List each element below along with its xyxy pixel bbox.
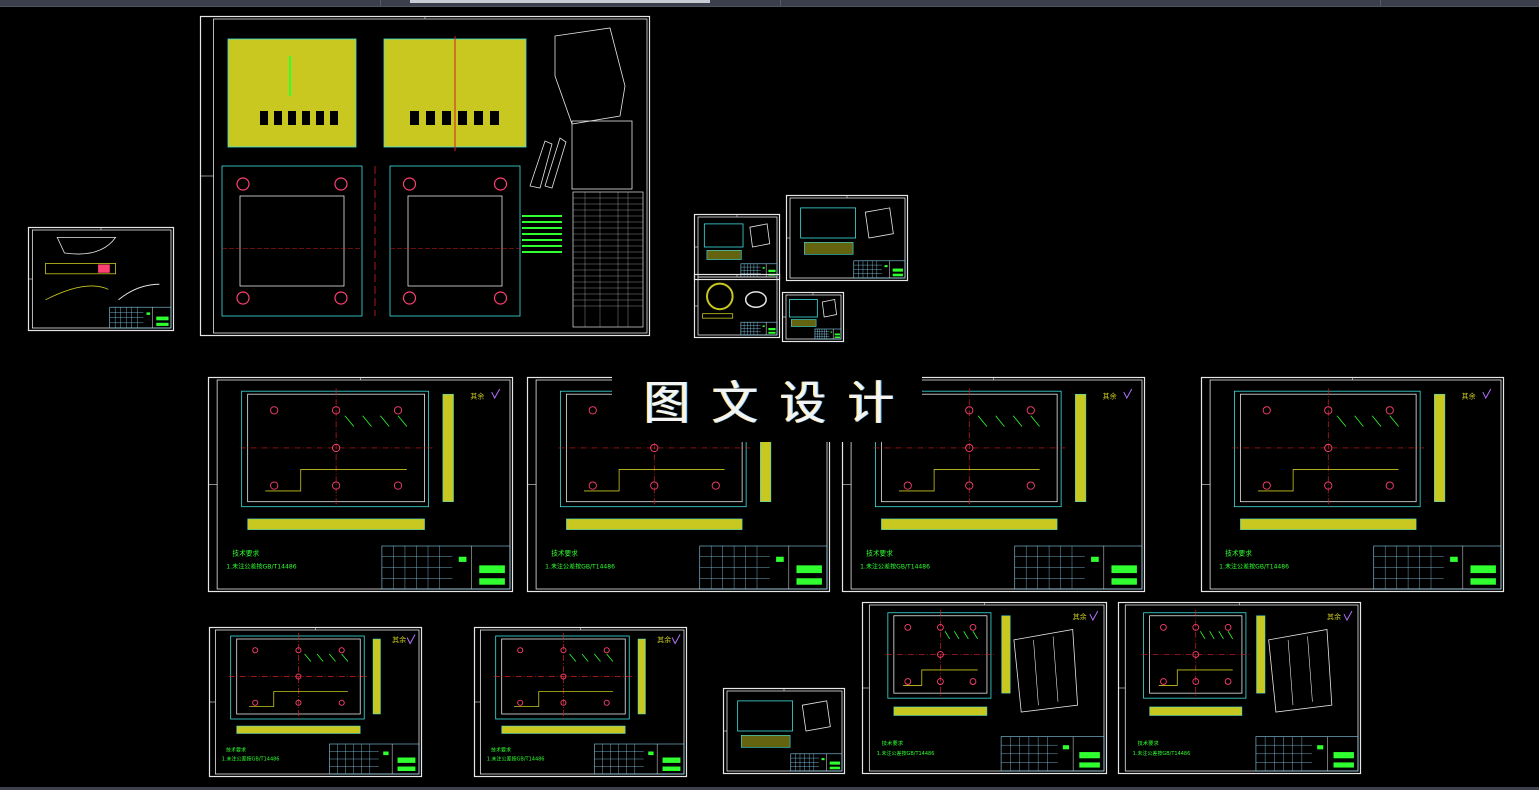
tech-requirements-heading: 技术要求 [1225, 548, 1252, 557]
sheet-drawing [722, 687, 846, 775]
tech-requirements-heading: 技术要求 [226, 747, 246, 754]
tab-strip-left[interactable] [0, 0, 381, 6]
drawing-sheet-core-1[interactable]: 其余技术要求 1.未注公差按GB/T14486 [861, 601, 1108, 775]
tech-requirements-line: 1.未注公差按GB/T14486 [1219, 562, 1289, 570]
tech-requirements-heading: 技术要求 [232, 548, 259, 557]
tech-requirements-line: 1.未注公差按GB/T14486 [226, 562, 296, 570]
sheet-drawing [693, 213, 781, 281]
svg-text:其余: 其余 [657, 635, 671, 644]
drawing-sheet-plate-6[interactable]: 其余技术要求 1.未注公差按GB/T14486 [473, 626, 688, 778]
sheet-drawing [27, 226, 175, 332]
svg-text:其余: 其余 [1073, 612, 1087, 621]
drawing-sheet-core-2[interactable]: 其余技术要求 1.未注公差按GB/T14486 [1117, 601, 1362, 775]
tech-requirements-line: 1.未注公差按GB/T14486 [877, 750, 935, 757]
sheet-drawing [785, 194, 909, 282]
tab-strip-right[interactable] [780, 0, 1381, 6]
tech-requirements-heading: 技术要求 [1137, 739, 1159, 747]
tech-requirements-line: 1.未注公差按GB/T14486 [545, 562, 615, 570]
sheet-drawing [199, 15, 651, 337]
drawing-sheet-detail-d[interactable] [781, 291, 845, 343]
tab-strip-active[interactable] [380, 0, 781, 6]
tech-requirements-heading: 技术要求 [551, 548, 578, 557]
tech-requirements-line: 1.未注公差按GB/T14486 [860, 562, 930, 570]
tech-requirements-line: 1.未注公差按GB/T14486 [1133, 750, 1191, 757]
svg-text:其余: 其余 [470, 392, 484, 401]
watermark-text: 图文设计 [612, 372, 922, 442]
drawing-sheet-assembly[interactable] [199, 15, 651, 337]
tech-requirements-heading: 技术要求 [866, 548, 893, 557]
horizontal-scrollbar-thumb[interactable] [410, 0, 710, 3]
drawing-sheet-detail-b[interactable] [785, 194, 909, 282]
svg-text:其余: 其余 [1103, 392, 1117, 401]
drawing-sheet-part-small[interactable] [27, 226, 175, 332]
tech-requirements-line: 1.未注公差按GB/T14486 [487, 756, 545, 763]
top-tab-bar [0, 0, 1539, 7]
svg-text:其余: 其余 [392, 635, 406, 644]
drawing-sheet-plate-1[interactable]: 其余技术要求 1.未注公差按GB/T14486 [207, 376, 514, 593]
sheet-drawing [693, 273, 781, 339]
svg-text:其余: 其余 [1327, 612, 1341, 621]
tech-requirements-heading: 技术要求 [882, 739, 904, 747]
tech-requirements-line: 1.未注公差按GB/T14486 [222, 756, 280, 763]
drawing-sheet-plate-5[interactable]: 其余技术要求 1.未注公差按GB/T14486 [208, 626, 423, 778]
drawing-sheet-plate-4[interactable]: 其余技术要求 1.未注公差按GB/T14486 [1200, 376, 1505, 593]
bottom-status-bar [0, 787, 1539, 802]
tech-requirements-heading: 技术要求 [491, 747, 511, 754]
svg-text:其余: 其余 [1462, 392, 1476, 401]
drawing-sheet-detail-c[interactable] [693, 273, 781, 339]
drawing-sheet-insert-small[interactable] [722, 687, 846, 775]
sheet-drawing [781, 291, 845, 343]
drawing-sheet-detail-a[interactable] [693, 213, 781, 281]
